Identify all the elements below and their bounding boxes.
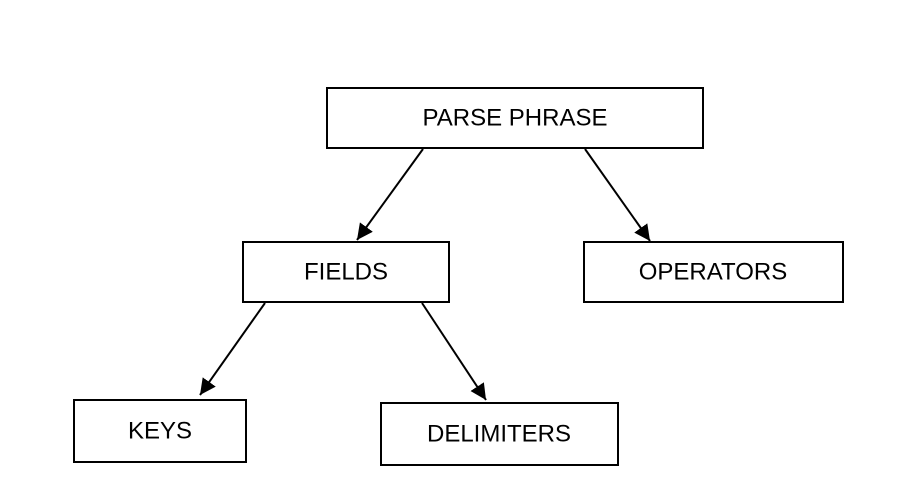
node-keys: KEYS xyxy=(73,399,247,463)
node-fields: FIELDS xyxy=(242,241,450,303)
node-parse-phrase-box xyxy=(326,87,704,149)
edge-fields-to-delimiters xyxy=(421,302,487,401)
node-operators-label: OPERATORS xyxy=(639,259,787,286)
node-keys-box xyxy=(73,399,247,463)
node-parse-phrase-label: PARSE PHRASE xyxy=(423,105,608,132)
node-delimiters-box xyxy=(380,402,619,466)
node-parse-phrase: PARSE PHRASE xyxy=(326,87,704,149)
node-operators: OPERATORS xyxy=(583,241,844,303)
node-fields-label: FIELDS xyxy=(304,259,388,286)
node-keys-label: KEYS xyxy=(128,418,192,445)
node-operators-box xyxy=(583,241,844,303)
edge-parse-phrase-to-operators xyxy=(584,148,651,242)
edge-parse-phrase-to-fields xyxy=(356,148,424,241)
edge-fields-to-keys xyxy=(199,302,266,396)
node-delimiters-label: DELIMITERS xyxy=(427,421,571,448)
node-fields-box xyxy=(242,241,450,303)
node-delimiters: DELIMITERS xyxy=(380,402,619,466)
edges xyxy=(199,148,651,401)
